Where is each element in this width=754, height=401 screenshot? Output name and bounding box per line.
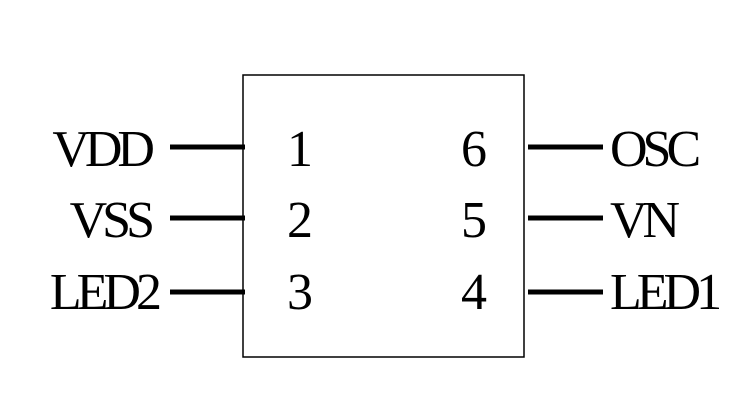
pin-number-3: 3 bbox=[287, 264, 313, 321]
pin-name-vss: VSS bbox=[70, 192, 152, 249]
pin-name-vn: VN bbox=[610, 192, 680, 249]
pin-number-4: 4 bbox=[461, 264, 487, 321]
pin-name-osc: OSC bbox=[610, 121, 698, 178]
pin-number-5: 5 bbox=[461, 192, 487, 249]
pin-name-led1: LED1 bbox=[610, 264, 719, 321]
pin-name-led2: LED2 bbox=[50, 264, 160, 321]
pin-name-vdd: VDD bbox=[52, 121, 153, 178]
pin-number-6: 6 bbox=[461, 121, 487, 178]
pin-number-2: 2 bbox=[287, 192, 313, 249]
pin-number-1: 1 bbox=[287, 121, 313, 178]
